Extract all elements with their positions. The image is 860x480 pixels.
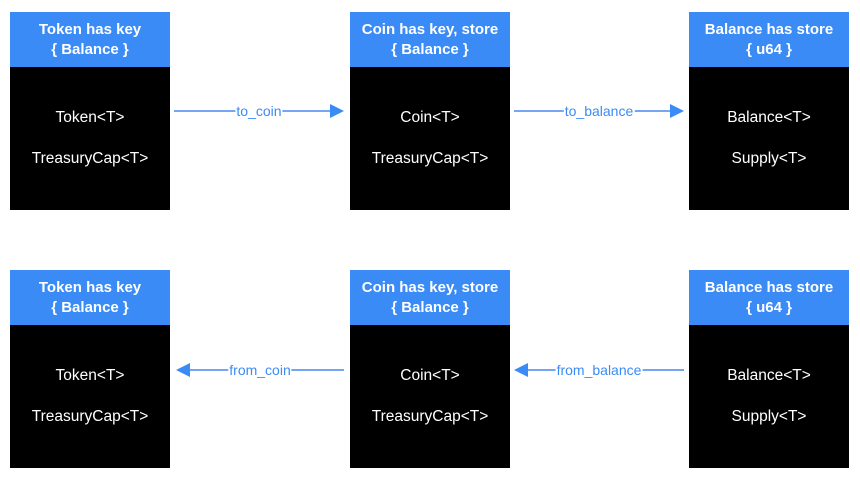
box-title-line2: { Balance } [391, 40, 469, 58]
box-body: Balance<T> Supply<T> [689, 67, 849, 210]
box-title-line1: Coin has key, store [361, 278, 499, 296]
box-item: Balance<T> [727, 367, 811, 384]
box-title-line2: { u64 } [746, 40, 792, 58]
box-title-line2: { Balance } [51, 298, 129, 316]
arrow-label: from_coin [228, 362, 292, 378]
box-body: Balance<T> Supply<T> [689, 325, 849, 468]
box-header: Coin has key, store { Balance } [350, 12, 510, 67]
box-item: Supply<T> [731, 150, 807, 167]
arrow-from-balance: from_balance [514, 362, 684, 378]
arrow-label: from_balance [555, 362, 643, 378]
box-body: Coin<T> TreasuryCap<T> [350, 325, 510, 468]
box-body: Coin<T> TreasuryCap<T> [350, 67, 510, 210]
struct-box-coin-top: Coin has key, store { Balance } Coin<T> … [350, 12, 510, 210]
arrow-right-icon [670, 104, 684, 118]
box-header: Balance has store { u64 } [689, 12, 849, 67]
box-title-line2: { u64 } [746, 298, 792, 316]
box-title-line2: { Balance } [391, 298, 469, 316]
box-item: TreasuryCap<T> [31, 408, 149, 425]
box-title-line1: Coin has key, store [361, 20, 499, 38]
arrow-left-icon [514, 363, 528, 377]
box-item: Balance<T> [727, 109, 811, 126]
arrow-left-icon [176, 363, 190, 377]
arrow-from-coin: from_coin [176, 362, 344, 378]
box-header: Coin has key, store { Balance } [350, 270, 510, 325]
struct-box-balance-bottom: Balance has store { u64 } Balance<T> Sup… [689, 270, 849, 468]
box-header: Token has key { Balance } [10, 12, 170, 67]
box-title-line1: Balance has store [704, 20, 834, 38]
struct-box-balance-top: Balance has store { u64 } Balance<T> Sup… [689, 12, 849, 210]
arrow-label: to_coin [235, 103, 283, 119]
box-item: TreasuryCap<T> [371, 408, 489, 425]
arrow-to-coin: to_coin [174, 103, 344, 119]
arrow-label: to_balance [563, 103, 635, 119]
box-title-line1: Balance has store [704, 278, 834, 296]
box-item: Supply<T> [731, 408, 807, 425]
box-header: Token has key { Balance } [10, 270, 170, 325]
box-item: TreasuryCap<T> [371, 150, 489, 167]
box-item: Token<T> [55, 367, 125, 384]
arrow-right-icon [330, 104, 344, 118]
struct-box-coin-bottom: Coin has key, store { Balance } Coin<T> … [350, 270, 510, 468]
box-body: Token<T> TreasuryCap<T> [10, 67, 170, 210]
box-title-line1: Token has key [38, 278, 142, 296]
struct-box-token-bottom: Token has key { Balance } Token<T> Treas… [10, 270, 170, 468]
box-title-line2: { Balance } [51, 40, 129, 58]
box-header: Balance has store { u64 } [689, 270, 849, 325]
arrow-to-balance: to_balance [514, 103, 684, 119]
box-title-line1: Token has key [38, 20, 142, 38]
box-item: Coin<T> [400, 109, 460, 126]
box-item: Coin<T> [400, 367, 460, 384]
box-item: TreasuryCap<T> [31, 150, 149, 167]
box-body: Token<T> TreasuryCap<T> [10, 325, 170, 468]
struct-box-token-top: Token has key { Balance } Token<T> Treas… [10, 12, 170, 210]
box-item: Token<T> [55, 109, 125, 126]
